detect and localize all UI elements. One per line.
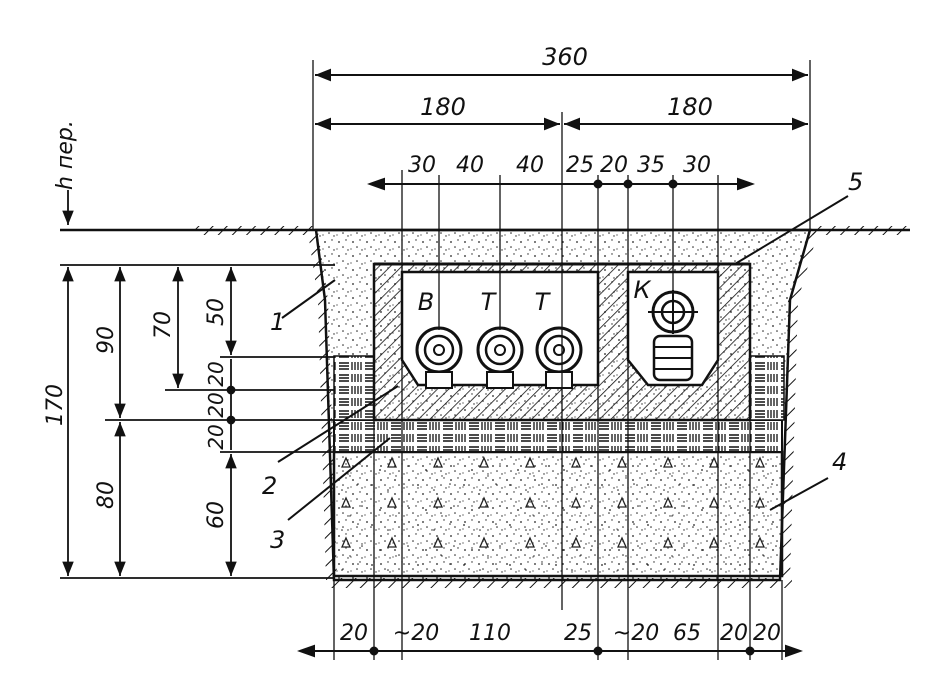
cable-bundle bbox=[648, 290, 698, 382]
bottom-dim-20-d: 20 bbox=[720, 621, 748, 646]
dim-180-right: 180 bbox=[667, 93, 713, 121]
waterproofing-layer bbox=[333, 419, 783, 453]
side-insulation-left bbox=[333, 355, 375, 421]
dim-70: 70 bbox=[151, 311, 176, 339]
bottom-dim-65: 65 bbox=[673, 621, 701, 646]
callout-2: 2 bbox=[262, 472, 277, 500]
dim-50: 50 bbox=[204, 298, 229, 326]
label-pipe-heat-1: Т bbox=[481, 288, 498, 316]
callout-3: 3 bbox=[270, 526, 285, 554]
extension-lines-vertical bbox=[312, 60, 811, 660]
dim-20: 20 bbox=[600, 153, 628, 178]
callout-4: 4 bbox=[832, 448, 847, 476]
dim-170: 170 bbox=[43, 384, 68, 426]
dim-360: 360 bbox=[542, 43, 588, 71]
callout-1: 1 bbox=[270, 308, 285, 336]
bottom-dim-20-e: 20 bbox=[753, 621, 781, 646]
dim-40-b: 40 bbox=[516, 153, 544, 178]
left-dimension-lines bbox=[60, 190, 335, 579]
bottom-dim-20-c: ~20 bbox=[613, 621, 659, 646]
bottom-dim-20-b: ~20 bbox=[393, 621, 439, 646]
dim-80: 80 bbox=[94, 481, 119, 509]
dim-20-c: 20 bbox=[204, 424, 228, 449]
callout-5: 5 bbox=[848, 168, 863, 196]
dim-30-b: 30 bbox=[683, 153, 711, 178]
bottom-dim-110: 110 bbox=[469, 621, 511, 646]
dim-20-a: 20 bbox=[204, 361, 228, 386]
concrete-base bbox=[332, 450, 784, 578]
label-pipe-water: В bbox=[418, 288, 434, 316]
bottom-dim-25: 25 bbox=[564, 621, 592, 646]
dim-60: 60 bbox=[204, 501, 229, 529]
dim-35: 35 bbox=[637, 153, 665, 178]
label-cable: К bbox=[633, 276, 651, 304]
pipe-heat-2 bbox=[535, 326, 583, 389]
callout-leaders bbox=[277, 195, 849, 521]
bottom-dimension-line bbox=[297, 644, 803, 658]
bottom-dim-20-a: 20 bbox=[340, 621, 368, 646]
dim-90: 90 bbox=[94, 326, 119, 354]
dim-20-b: 20 bbox=[204, 392, 228, 417]
dim-25: 25 bbox=[566, 153, 594, 178]
dim-40-a: 40 bbox=[456, 153, 484, 178]
label-pipe-heat-2: Т bbox=[535, 288, 552, 316]
depth-label: h пер. bbox=[53, 120, 78, 190]
side-insulation-right bbox=[749, 355, 785, 421]
top-dimension-lines bbox=[315, 68, 808, 191]
dim-30-a: 30 bbox=[408, 153, 436, 178]
dim-180-left: 180 bbox=[420, 93, 466, 121]
